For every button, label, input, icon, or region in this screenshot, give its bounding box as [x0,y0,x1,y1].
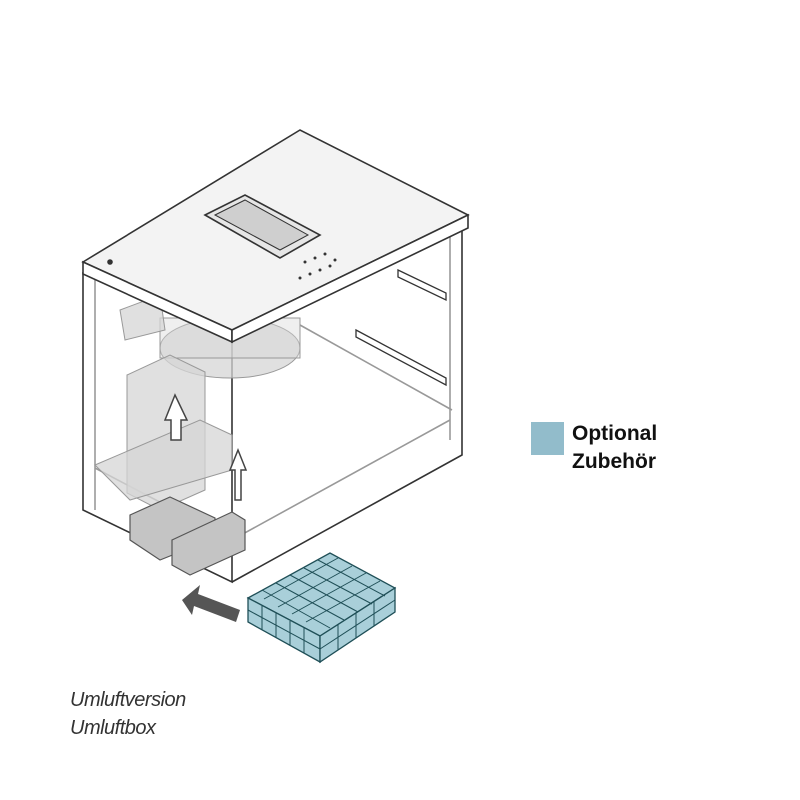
legend: Optional Zubehör [531,420,657,476]
legend-label-optional: Optional [572,422,658,445]
legend-swatch [531,422,564,455]
cooktop-worktop [81,129,470,344]
control-panel [298,252,337,280]
caption: Umluftversion Umluftbox [70,686,186,742]
legend-label-accessory: Zubehör [572,450,656,473]
shelf-rails [355,268,447,387]
caption-line-1: Umluftversion [70,689,186,711]
airflow-up-arrows [163,393,248,501]
blower-and-duct [94,294,301,511]
airflow-intake-arrow [182,585,240,622]
charcoal-filter [246,552,397,664]
caption-line-2: Umluftbox [70,717,156,739]
recirculation-box [129,496,246,576]
